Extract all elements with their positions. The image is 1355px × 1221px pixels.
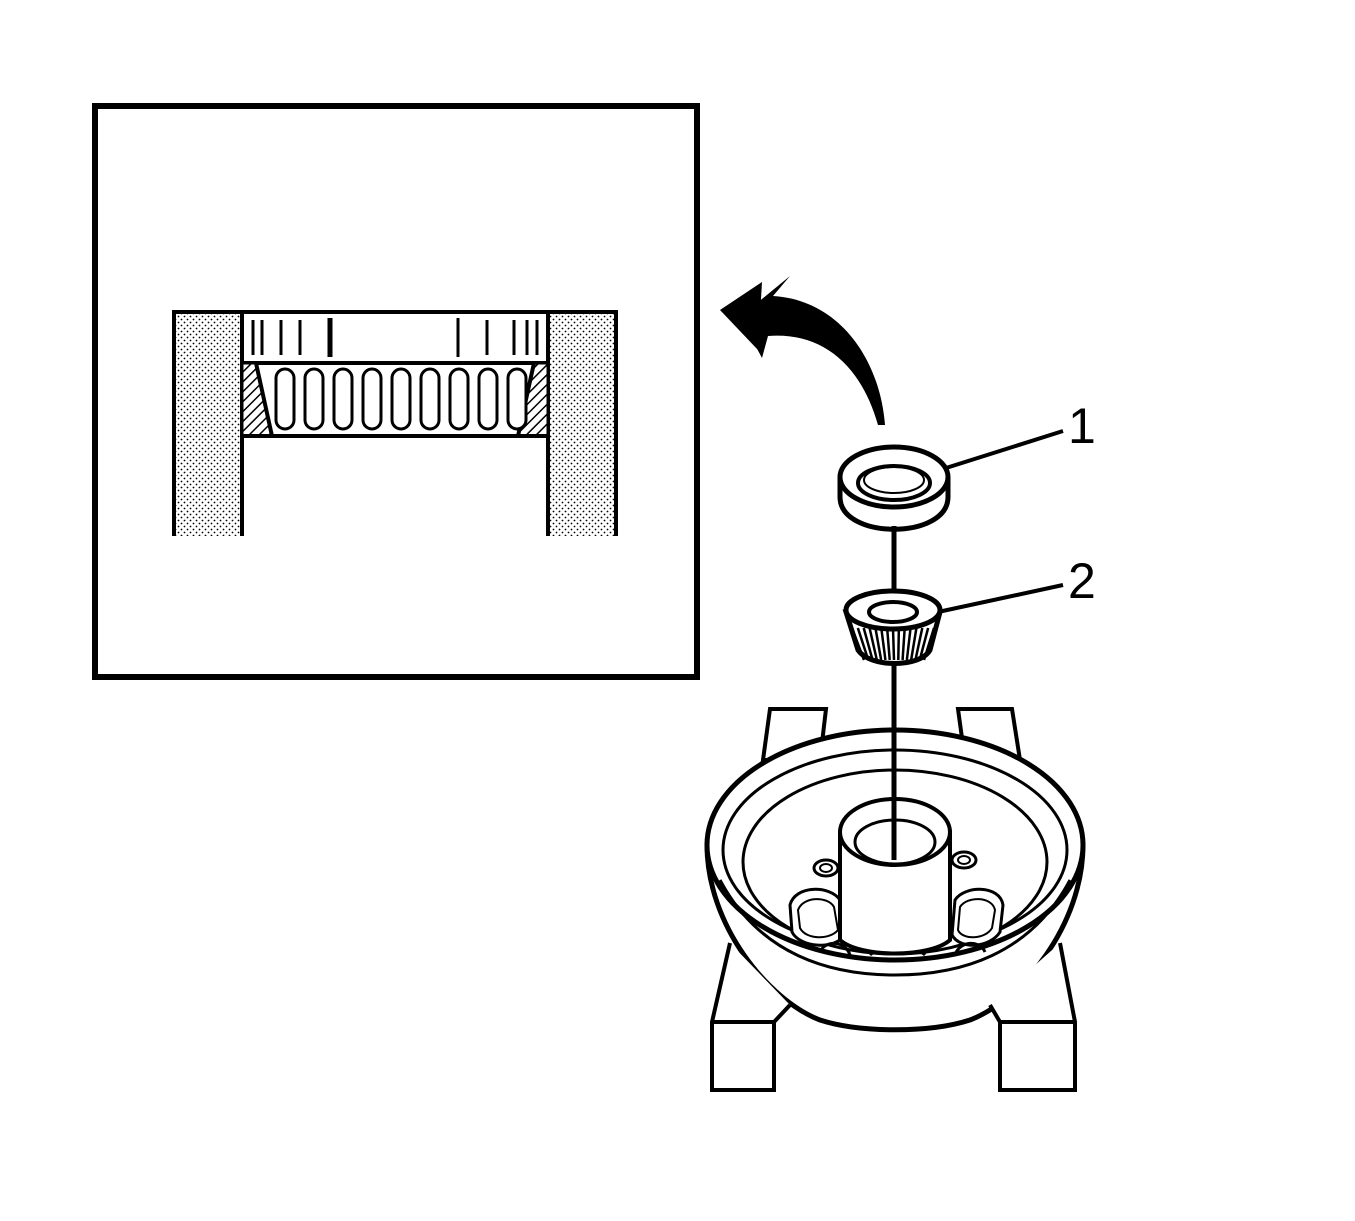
- roller-line: [918, 627, 930, 661]
- roller: [506, 367, 528, 431]
- bearing-cup-part-1: [837, 444, 951, 532]
- roller-line: [874, 627, 883, 661]
- detail-inset: [92, 103, 700, 680]
- roller-line: [909, 627, 918, 661]
- brake-drum: [704, 727, 1086, 1033]
- roller-line: [891, 627, 896, 661]
- roller-line: [880, 627, 887, 661]
- stand-blocks-front: [710, 942, 1077, 1092]
- roller: [390, 367, 412, 431]
- cup-ticks: [251, 318, 539, 357]
- housing-wall-right: [548, 312, 616, 536]
- leader-line-1: [945, 429, 1064, 470]
- roller-line: [885, 627, 891, 661]
- roller-line: [850, 627, 866, 661]
- roller: [332, 367, 354, 431]
- bearing-rollers: [274, 367, 528, 431]
- callout-2: 2: [1068, 553, 1096, 609]
- roller-line: [901, 627, 906, 661]
- roller-line: [897, 627, 901, 661]
- roller-line: [868, 627, 879, 661]
- roller-line: [922, 627, 936, 661]
- cone-roller-lines: [850, 627, 936, 661]
- roller-line: [914, 627, 924, 661]
- roller: [477, 367, 499, 431]
- roller: [361, 367, 383, 431]
- roller-line: [905, 627, 912, 661]
- roller-line: [862, 627, 874, 661]
- housing-wall-left: [174, 312, 242, 536]
- roller: [419, 367, 441, 431]
- bearing-cone-part-2: [842, 588, 944, 666]
- roller: [274, 367, 296, 431]
- bearing-cup: [240, 310, 550, 365]
- curved-arrow: [720, 276, 885, 425]
- leader-line-2: [937, 583, 1064, 614]
- roller: [303, 367, 325, 431]
- callout-1: 1: [1068, 398, 1096, 454]
- roller-line: [856, 627, 870, 661]
- roller: [448, 367, 470, 431]
